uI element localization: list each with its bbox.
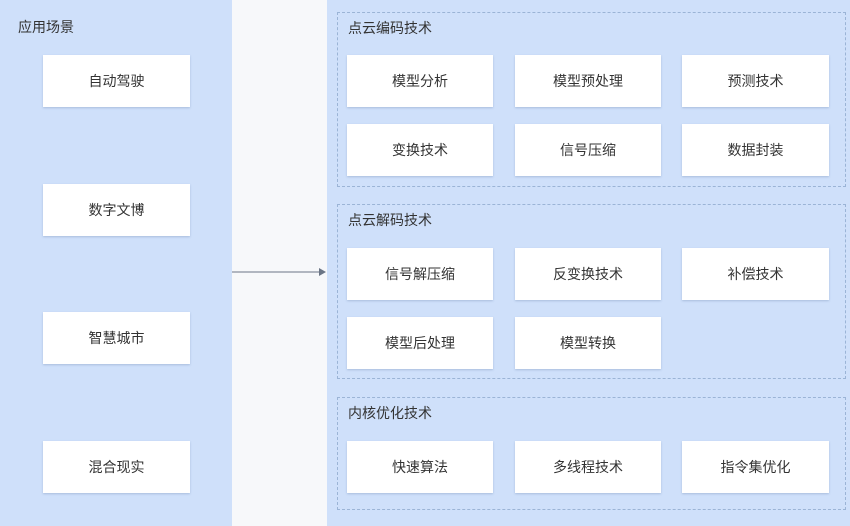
encoding-card-model-analysis: 模型分析	[347, 55, 493, 107]
kernel-optimization-title: 内核优化技术	[348, 406, 432, 422]
connector-arrow	[232, 268, 326, 276]
decoding-card-signal-decompression: 信号解压缩	[347, 248, 493, 300]
kernel-card-fast-algorithm: 快速算法	[347, 441, 493, 493]
encoding-tech-title: 点云编码技术	[348, 21, 432, 37]
encoding-card-transform: 变换技术	[347, 124, 493, 176]
scenario-card-autonomous-driving: 自动驾驶	[43, 55, 190, 107]
encoding-card-prediction: 预测技术	[682, 55, 829, 107]
connector-arrow-head	[319, 268, 326, 276]
encoding-card-model-preprocessing: 模型预处理	[515, 55, 661, 107]
decoding-tech-title: 点云解码技术	[348, 213, 432, 229]
scenario-card-mixed-reality: 混合现实	[43, 441, 190, 493]
scenario-card-smart-city: 智慧城市	[43, 312, 190, 364]
application-scenarios-title: 应用场景	[18, 20, 74, 36]
kernel-card-multithreading: 多线程技术	[515, 441, 661, 493]
decoding-card-model-conversion: 模型转换	[515, 317, 661, 369]
decoding-tech-group: 点云解码技术	[337, 204, 846, 379]
encoding-card-signal-compression: 信号压缩	[515, 124, 661, 176]
kernel-optimization-group: 内核优化技术	[337, 397, 846, 510]
decoding-card-inverse-transform: 反变换技术	[515, 248, 661, 300]
encoding-card-data-packaging: 数据封装	[682, 124, 829, 176]
decoding-card-compensation: 补偿技术	[682, 248, 829, 300]
decoding-card-model-postprocessing: 模型后处理	[347, 317, 493, 369]
scenario-card-digital-museum: 数字文博	[43, 184, 190, 236]
kernel-card-instruction-set-optimization: 指令集优化	[682, 441, 829, 493]
encoding-tech-group: 点云编码技术	[337, 12, 846, 187]
